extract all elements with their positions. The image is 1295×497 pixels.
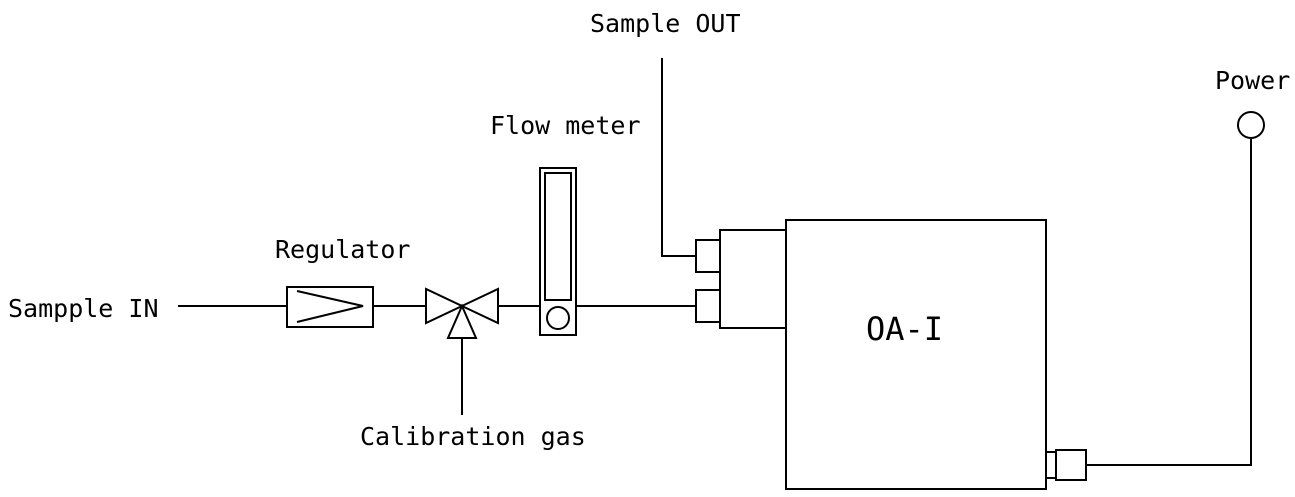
sample-in-fitting <box>695 289 721 323</box>
sample-out-fitting <box>695 239 721 273</box>
sample-out-pipe <box>661 58 696 257</box>
flow-meter-label: Flow meter <box>490 111 641 140</box>
three-way-valve-symbol <box>425 287 499 339</box>
calibration-gas-label: Calibration gas <box>360 422 586 451</box>
sample-out-label: Sample OUT <box>590 9 741 38</box>
regulator-symbol <box>286 286 374 328</box>
analyzer-manifold-block <box>719 229 787 329</box>
sample-in-label: Sampple IN <box>8 294 159 323</box>
power-source-icon <box>1237 111 1265 139</box>
analyzer-body <box>785 219 1047 490</box>
power-connector-plug <box>1055 449 1087 481</box>
power-cable <box>1086 139 1252 466</box>
power-label: Power <box>1215 66 1290 95</box>
regulator-label: Regulator <box>275 235 410 264</box>
flow-meter-symbol <box>539 167 577 336</box>
power-connector-base <box>1045 451 1057 479</box>
analyzer-label: OA-I <box>866 310 943 348</box>
